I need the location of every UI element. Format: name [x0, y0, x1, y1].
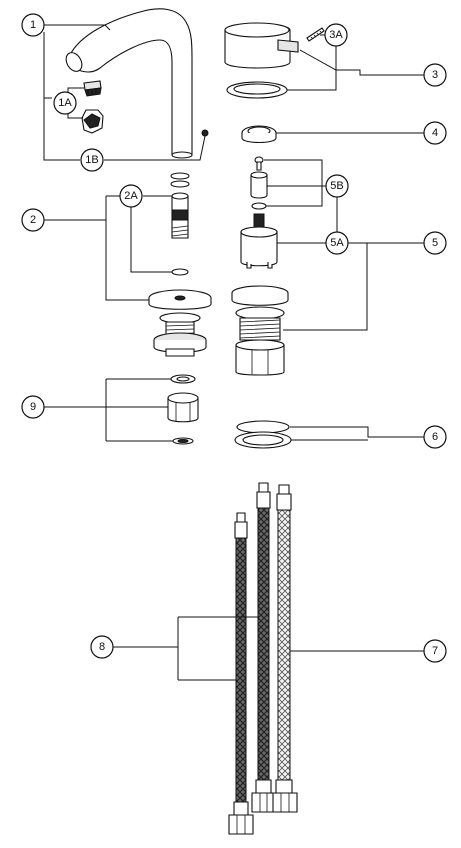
deck-flange [148, 289, 212, 310]
hose-dark-middle [251, 482, 276, 813]
callout-6-label: 6 [432, 431, 438, 443]
callout-2a-label: 2A [124, 190, 138, 202]
cartridge-screw [254, 156, 264, 171]
callout-6: 6 [423, 425, 447, 449]
spline-stem [253, 213, 265, 229]
connector-bottom-washer [172, 437, 194, 445]
ceramic-cartridge [240, 226, 278, 269]
adapter-sleeve [250, 171, 268, 199]
handle-screw [306, 27, 325, 42]
tap-body-washer [235, 306, 285, 320]
aerator [83, 80, 102, 97]
callout-5: 5 [423, 231, 447, 255]
callout-9: 9 [21, 395, 45, 419]
handle-insert [277, 39, 299, 53]
callout-9-label: 9 [30, 401, 36, 413]
lower-o-ring [171, 268, 189, 276]
callout-4: 4 [423, 121, 447, 145]
lever-handle [224, 22, 291, 69]
callout-3-label: 3 [432, 69, 438, 81]
adapter-washer [251, 202, 267, 210]
aerator-housing [81, 109, 104, 134]
hose-light-right [272, 484, 298, 813]
callout-4-label: 4 [432, 127, 438, 139]
leader-lines [43, 24, 424, 681]
callout-5b: 5B [325, 174, 349, 198]
valve-spindle [171, 192, 189, 239]
callout-1a-label: 1A [58, 97, 72, 109]
callout-5-label: 5 [432, 237, 438, 249]
callout-2a: 2A [119, 184, 143, 208]
handle-base-ring [226, 81, 288, 99]
callout-1b-label: 1B [85, 154, 98, 166]
callout-1a: 1A [53, 91, 77, 115]
upper-o-ring [170, 172, 190, 188]
callout-5a-label: 5A [330, 237, 344, 249]
callout-5a: 5A [325, 231, 349, 255]
grub-screw [201, 129, 209, 137]
callout-7: 7 [423, 639, 447, 663]
callout-7-label: 7 [432, 645, 438, 657]
callout-1: 1 [21, 13, 45, 37]
callout-8-label: 8 [99, 641, 105, 653]
connector-nut [167, 392, 199, 423]
callout-3a-label: 3A [329, 29, 343, 41]
connector-top-washer [170, 374, 196, 384]
locknut [165, 348, 195, 357]
callout-1-label: 1 [30, 19, 36, 31]
callout-8: 8 [90, 635, 114, 659]
callout-1b: 1B [80, 148, 104, 172]
callout-2-label: 2 [30, 214, 36, 226]
callout-2: 2 [21, 208, 45, 232]
callout-5b-label: 5B [330, 180, 343, 192]
callout-3a: 3A [324, 23, 348, 47]
tap-body-nut [235, 339, 285, 376]
base-gasket [234, 420, 292, 449]
tap-body-threads [239, 317, 281, 341]
tap-body-flange [231, 285, 289, 306]
hose-dark-left [228, 512, 254, 835]
callout-3: 3 [423, 63, 447, 87]
cartridge-cap [241, 125, 277, 144]
spout [65, 8, 193, 159]
